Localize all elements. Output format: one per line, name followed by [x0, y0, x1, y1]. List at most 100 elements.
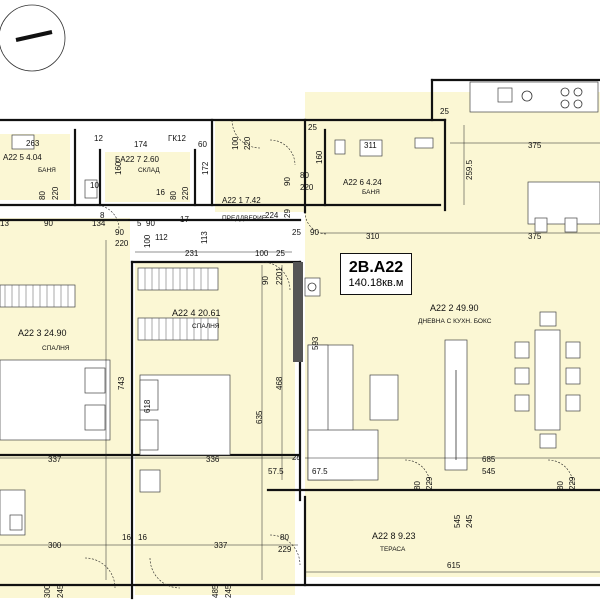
- dining-table: [514, 311, 581, 449]
- dim-2201: 2201: [275, 267, 284, 285]
- dim-17: 17: [180, 215, 189, 224]
- dim-90e: 90: [310, 228, 319, 237]
- dim-220a: 220: [243, 136, 252, 150]
- dim-13: 13: [0, 219, 9, 228]
- dim-90b: 90: [44, 219, 53, 228]
- dim-485: 485: [211, 584, 220, 598]
- dim-160a: 160: [114, 161, 123, 175]
- dim-134: 134: [92, 219, 106, 228]
- dim-80a: 80: [38, 191, 47, 200]
- dim-220c: 220: [181, 186, 190, 200]
- wardrobe-left: [0, 284, 76, 308]
- dim-229b: 229: [568, 476, 577, 490]
- gk-label: ГК12: [168, 134, 186, 143]
- kitchen: [444, 81, 600, 471]
- dim-220d: 220: [300, 183, 314, 192]
- dim-743: 743: [117, 376, 126, 390]
- storage-type: СКЛАД: [138, 167, 160, 174]
- dim-618: 618: [143, 399, 152, 413]
- bed-mid: [139, 374, 231, 493]
- dim-675: 67.5: [312, 467, 328, 476]
- dim-375a: 375: [528, 141, 542, 150]
- column: [293, 262, 303, 362]
- dim-310: 310: [366, 232, 380, 241]
- dim-25d: 25: [276, 249, 285, 258]
- dim-16: 16: [156, 188, 165, 197]
- dim-220e: 220: [115, 239, 129, 248]
- dim-575: 57.5: [268, 467, 284, 476]
- dim-90d: 90: [115, 228, 124, 237]
- storage-name: БA22 7 2.60: [115, 155, 160, 164]
- dim-16c: 16: [138, 533, 147, 542]
- dim-337a: 337: [48, 455, 62, 464]
- dim-300: 300: [48, 541, 62, 550]
- dim-80c: 80: [300, 171, 309, 180]
- walls: [0, 78, 600, 600]
- bath-right-type: БАНЯ: [362, 189, 380, 196]
- dim-263: 263: [26, 139, 40, 148]
- bath-left-name: A22 5 4.04: [3, 153, 42, 162]
- dim-10: 10: [90, 181, 99, 190]
- dim-90f: 90: [261, 276, 270, 285]
- hall-name: A22 1 7.42: [222, 196, 261, 205]
- dim-25c: 25: [292, 228, 301, 237]
- dim-300b: 300: [43, 584, 52, 598]
- dim-160b: 160: [315, 150, 324, 164]
- dim-229c: 229: [278, 545, 292, 554]
- dimension-texts: 263 12 174 60 100 220 25 25 311 375 259.…: [0, 107, 577, 598]
- dim-545a: 545: [482, 467, 496, 476]
- bed-left-name: A22 3 24.90: [18, 328, 67, 338]
- dim-100b: 100: [143, 234, 152, 248]
- dim-25a: 25: [308, 123, 317, 132]
- wardrobe-mid: [137, 267, 219, 341]
- dim-615: 615: [447, 561, 461, 570]
- dim-245a: 245: [465, 514, 474, 528]
- dim-174: 174: [134, 140, 148, 149]
- dim-224: 224: [265, 211, 279, 220]
- dim-229a: 229: [425, 476, 434, 490]
- unit-code: 2B.A22: [348, 258, 404, 276]
- bed-left-type: СПАЛНЯ: [42, 345, 70, 352]
- dim-80f: 80: [280, 533, 289, 542]
- dim-337b: 337: [214, 541, 228, 550]
- dim-220b: 220: [51, 186, 60, 200]
- terrace-type: ТЕРАСА: [380, 546, 406, 553]
- north-arrow-icon: [0, 4, 66, 72]
- dim-80b: 80: [169, 191, 178, 200]
- dim-25b: 25: [440, 107, 449, 116]
- dim-172: 172: [201, 161, 210, 175]
- terrace-name: A22 8 9.23: [372, 531, 416, 541]
- unit-area: 140.18кв.м: [348, 276, 404, 289]
- room-labels: A22 5 4.04 БАНЯ БA22 7 2.60 СКЛАД A22 1 …: [3, 134, 492, 553]
- dim-5: 5: [137, 219, 142, 228]
- bed-left: [0, 359, 111, 441]
- unit-badge: 2B.A22 140.18кв.м: [340, 253, 412, 295]
- bath-fixtures: [0, 134, 434, 536]
- dim-29: 29: [283, 209, 292, 218]
- hall-type: ПРЕДДВЕРИЕ: [222, 215, 267, 222]
- dim-112: 112: [155, 233, 168, 242]
- dim-336: 336: [206, 455, 220, 464]
- dim-60: 60: [198, 140, 207, 149]
- dim-100a: 100: [231, 136, 240, 150]
- dim-545b: 545: [453, 514, 462, 528]
- dim-685: 685: [482, 455, 496, 464]
- dim-8: 8: [100, 211, 105, 220]
- dim-80e: 80: [556, 481, 565, 490]
- dim-16b: 16: [122, 533, 131, 542]
- living-name: A22 2 49.90: [430, 303, 479, 313]
- dim-113: 113: [200, 231, 209, 244]
- dim-12: 12: [94, 134, 103, 143]
- dim-311: 311: [364, 141, 377, 150]
- dim-100c: 100: [255, 249, 269, 258]
- dim-2595: 259.5: [465, 159, 474, 180]
- dim-468: 468: [275, 376, 284, 390]
- dim-80d: 80: [413, 481, 422, 490]
- dim-90a: 90: [283, 177, 292, 186]
- bath-left-type: БАНЯ: [38, 167, 56, 174]
- dim-231: 231: [185, 249, 199, 258]
- dim-90c: 90: [146, 219, 155, 228]
- dim-593: 593: [311, 336, 320, 350]
- dim-25e: 25: [292, 453, 301, 462]
